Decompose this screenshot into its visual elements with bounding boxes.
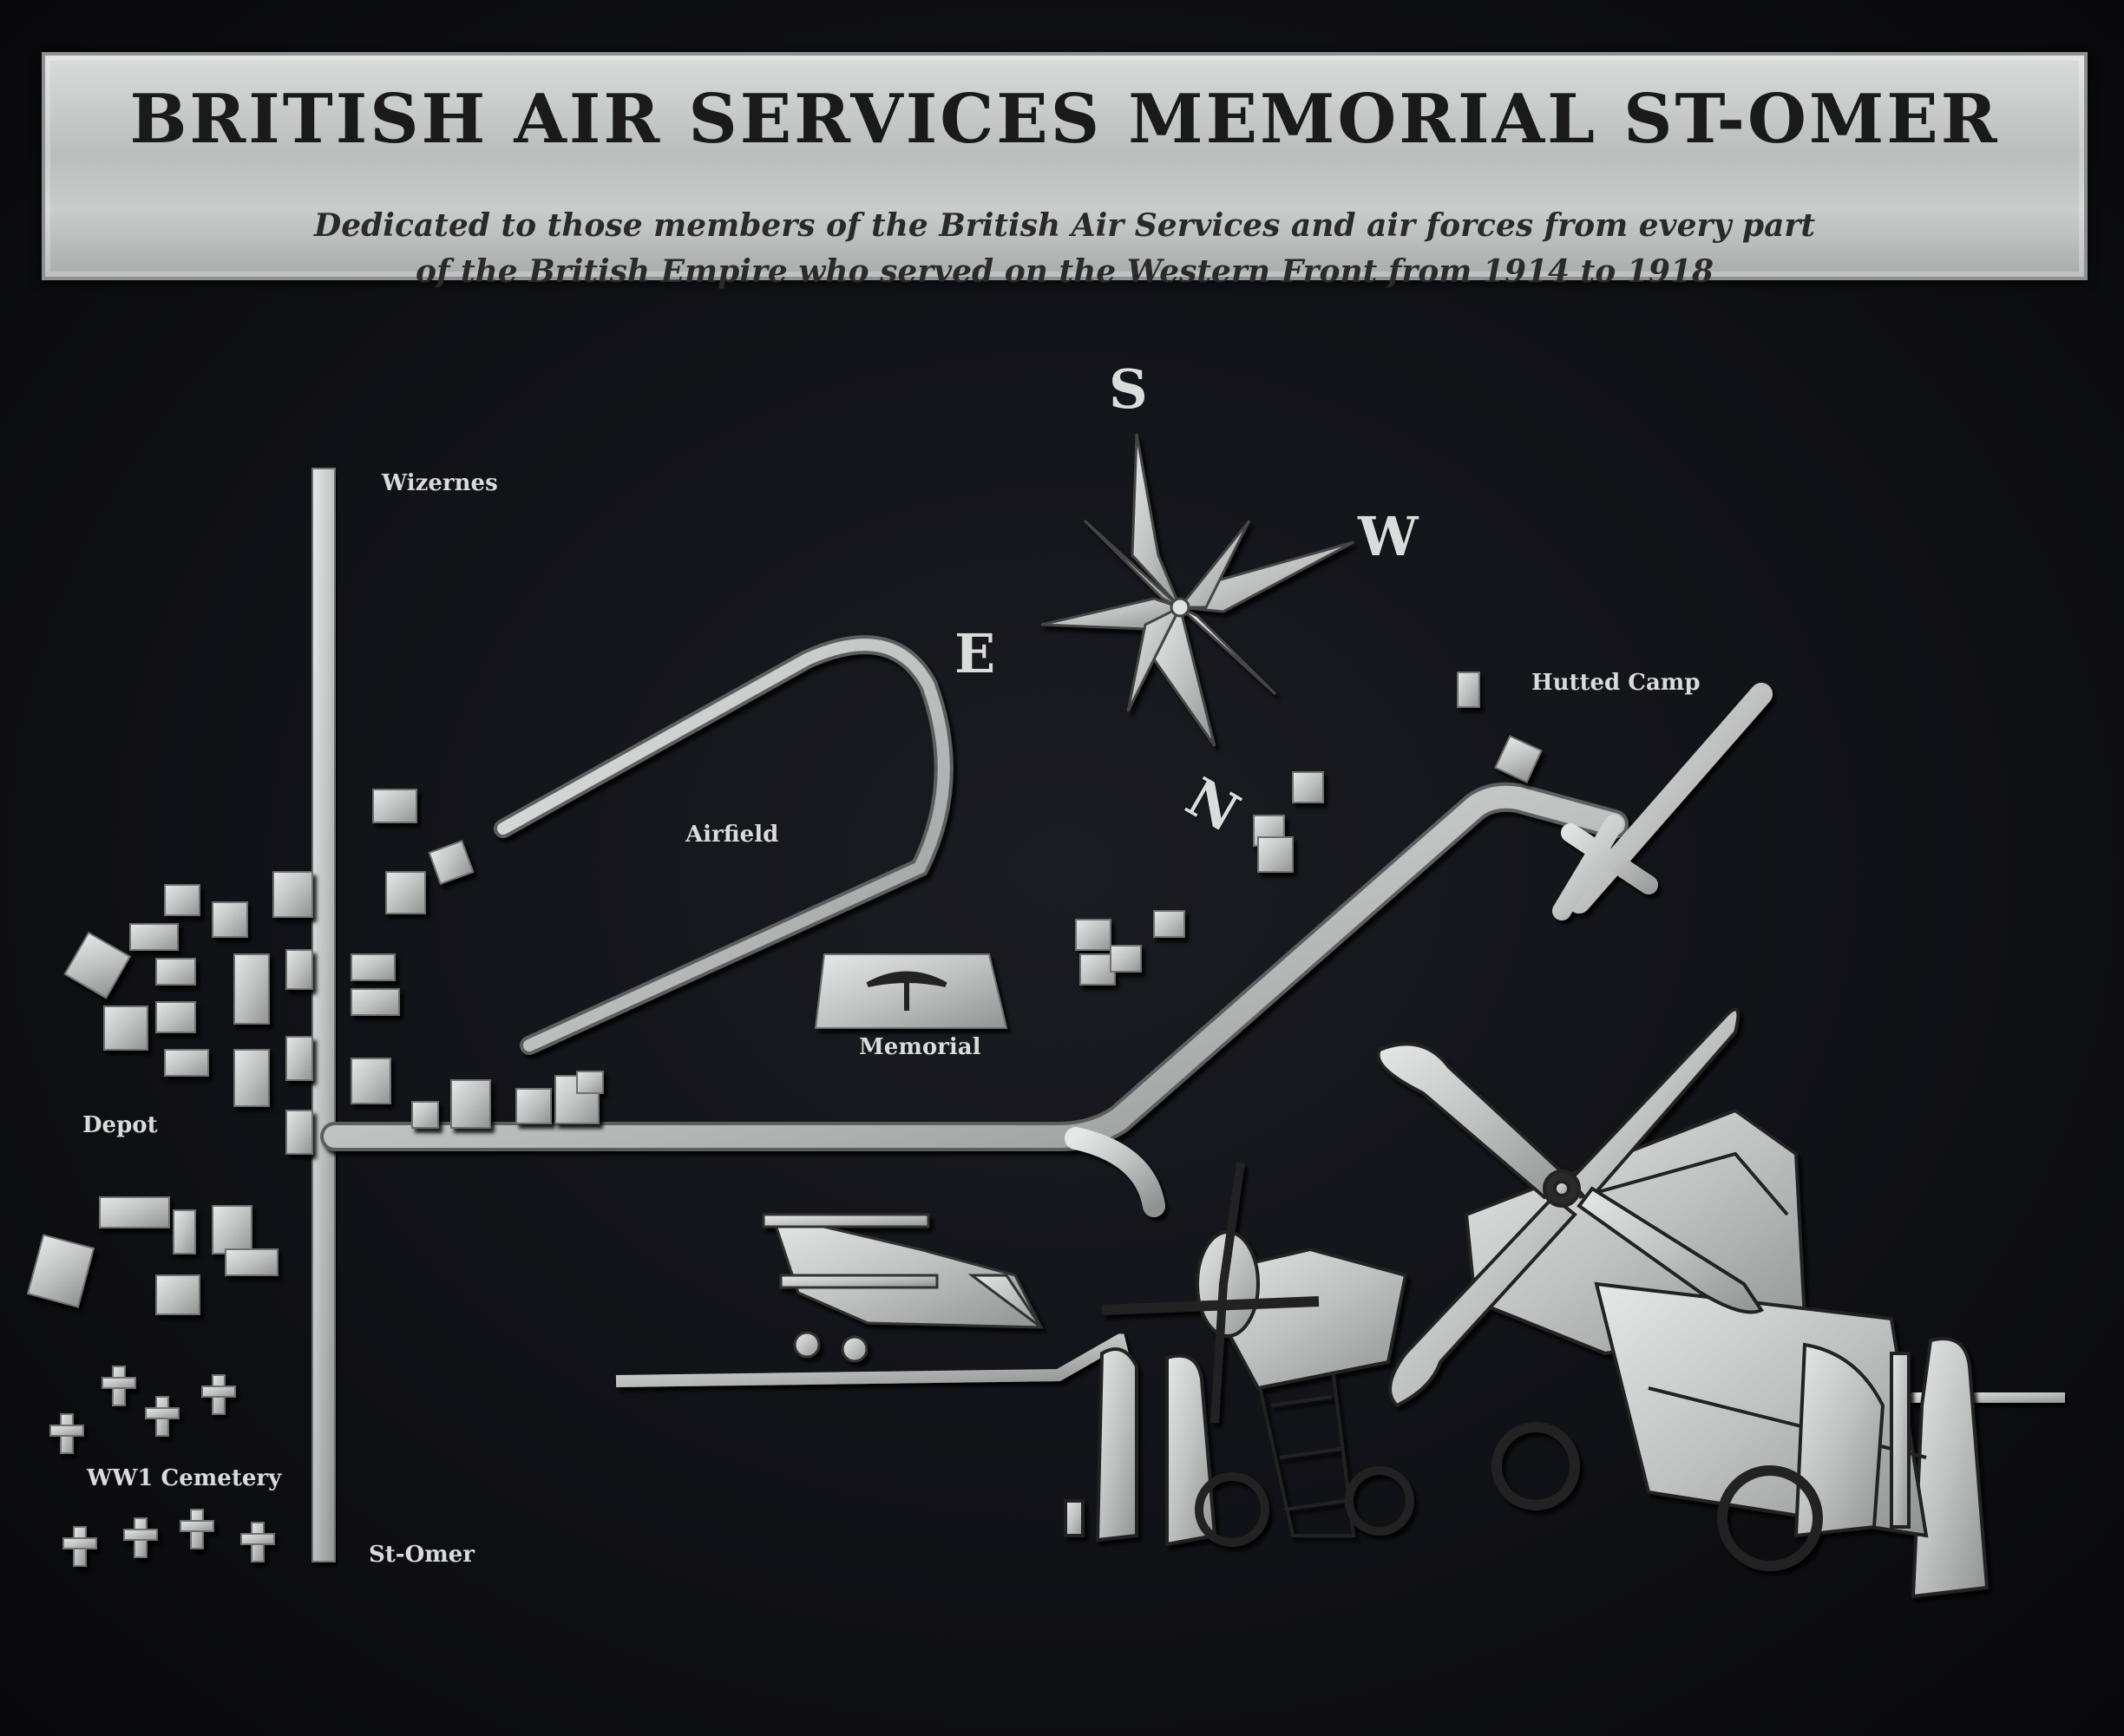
compass-south-label: S [1109,357,1148,421]
main-road [311,468,336,1562]
cemetery-crosses [49,1366,275,1567]
label-wizernes: Wizernes [381,470,498,496]
cross-icon [145,1396,180,1437]
memorial-marker [814,953,1008,1029]
plaque-subtitle-line-2: of the British Empire who served on the … [415,253,1714,290]
label-hutted-camp: Hutted Camp [1531,670,1701,696]
aircraft-scene-icon [1064,1007,1990,1599]
camp-buildings [1075,671,1543,986]
airfield-outline [494,635,954,1055]
label-depot: Depot [82,1112,158,1138]
compass-west-label: W [1357,505,1419,568]
cross-icon [123,1517,158,1558]
label-ww1-cemetery: WW1 Cemetery [86,1465,282,1491]
plaque-title: BRITISH AIR SERVICES MEMORIAL ST-OMER [129,80,2000,159]
label-st-omer: St-Omer [369,1542,475,1568]
cross-icon [102,1366,136,1406]
label-airfield: Airfield [685,822,778,848]
cross-icon [49,1413,84,1454]
flying-biplane-icon [762,1212,1044,1363]
compass-rose [1040,433,1354,747]
cross-icon [240,1522,275,1562]
cross-icon [180,1509,214,1549]
plaque-subtitle-line-1: Dedicated to those members of the Britis… [313,207,1816,244]
cross-icon [62,1526,97,1567]
branch-road [320,683,1773,1217]
compass-north-label: N [1176,765,1250,845]
cross-icon [201,1374,236,1415]
compass-east-label: E [954,622,995,685]
label-memorial: Memorial [859,1034,981,1060]
depot-buildings [26,789,604,1315]
title-plate: BRITISH AIR SERVICES MEMORIAL ST-OMER De… [42,52,2088,290]
